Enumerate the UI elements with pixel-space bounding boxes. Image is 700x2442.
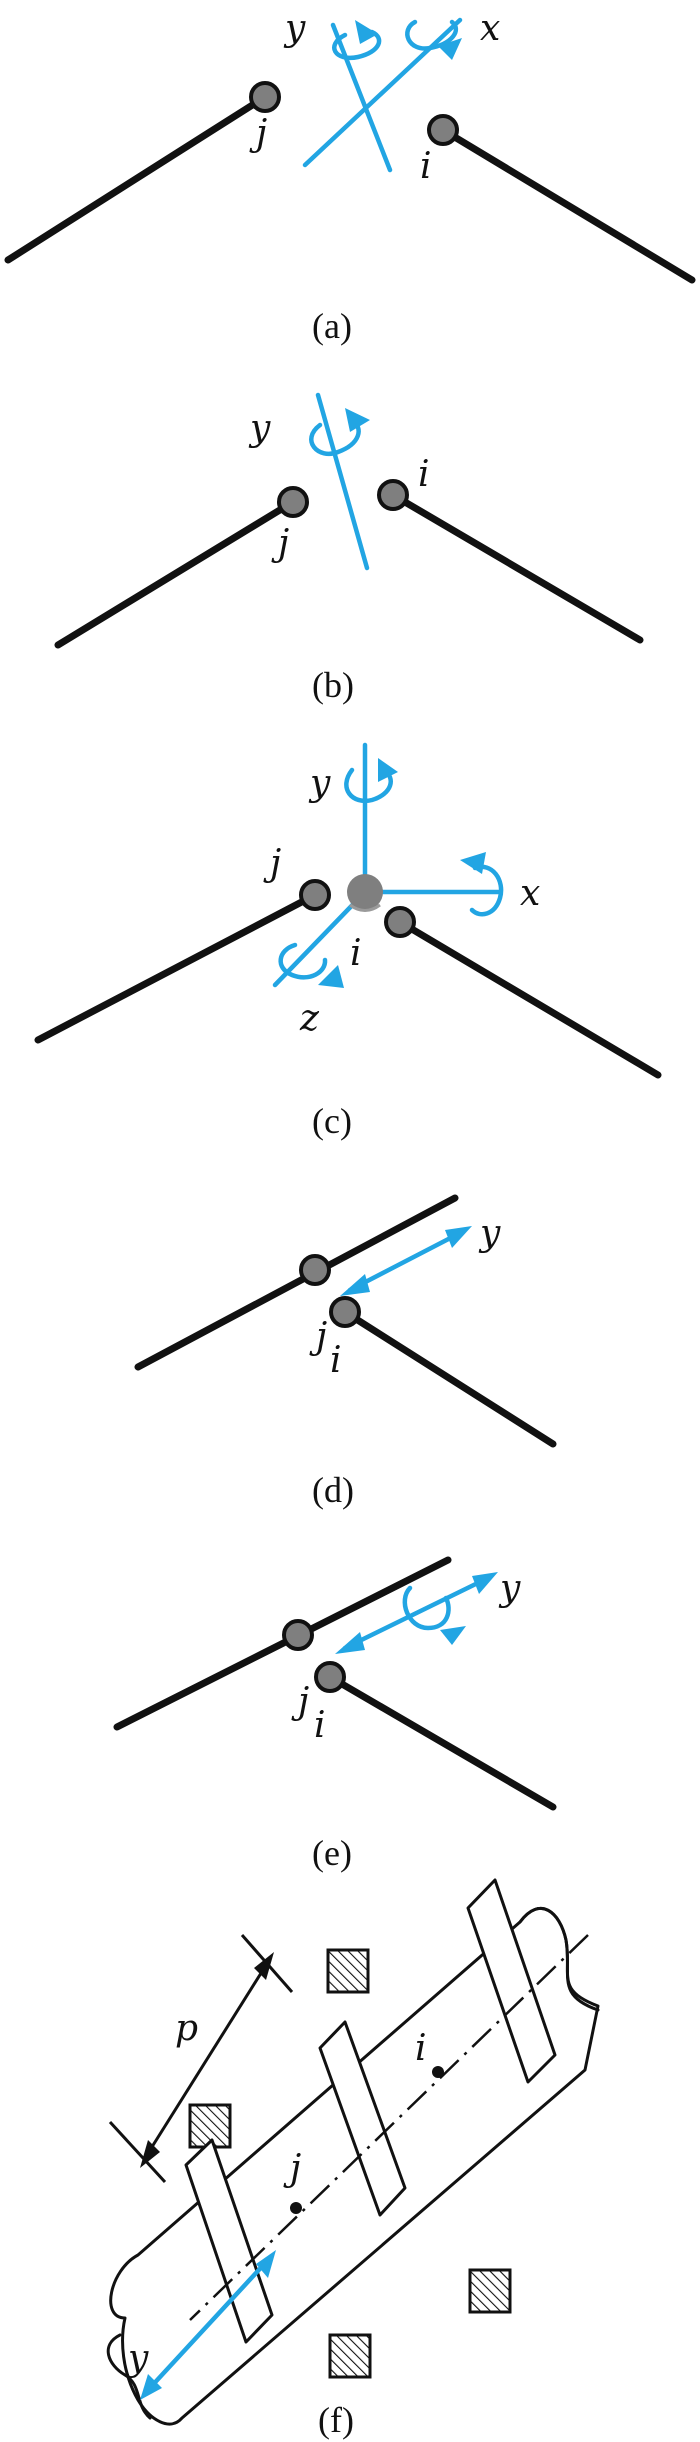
pitch-label: p: [175, 2008, 198, 2049]
support-block: [326, 1948, 370, 1994]
node-j-label: j: [291, 1681, 309, 1722]
dimension-extension-line: [108, 2120, 167, 2184]
member-j: [4, 93, 269, 264]
rotation-x-arrow-icon: [438, 38, 462, 60]
axis-y-arrow-end-icon: [472, 1572, 498, 1594]
node-i-label: i: [420, 146, 432, 187]
rotation-y-arrow-icon: [440, 1626, 466, 1645]
rotation-x-icon: [405, 19, 459, 51]
node-j-label: j: [249, 113, 267, 154]
node-j: [299, 879, 331, 911]
member-j: [54, 498, 297, 649]
dimension-line-p: [143, 1961, 270, 2159]
clamp-plate: [466, 1878, 557, 2084]
support-block: [468, 2268, 512, 2314]
rotation-y-icon: [332, 29, 382, 61]
node-j: [277, 486, 309, 518]
axis-y: [330, 22, 393, 173]
member-i: [341, 1308, 557, 1448]
axis-x: [302, 17, 463, 168]
rotation-z-icon: [278, 942, 328, 980]
node-i-label: i: [330, 1340, 342, 1381]
axis-y-label: y: [308, 763, 331, 804]
node-j-label: j: [271, 523, 289, 564]
node-i: [384, 906, 416, 938]
axis-y: [315, 392, 370, 571]
joint-center-arc: [349, 903, 381, 912]
panel-d: j i y (d): [134, 1194, 557, 1510]
axis-y-label: y: [283, 8, 306, 49]
node-i: [377, 479, 409, 511]
node-i: [329, 1296, 361, 1328]
member-j: [134, 1194, 459, 1371]
pipe-cut-end-bottom: [106, 2333, 152, 2420]
panel-a: j i y x (a): [4, 8, 696, 346]
node-j: [282, 1619, 314, 1651]
node-i: [432, 2066, 444, 2078]
axis-y-arrow-start-icon: [340, 1274, 370, 1296]
axis-z-label: z: [299, 998, 320, 1039]
axis-y: [342, 1575, 491, 1651]
axis-y-label: y: [478, 1213, 501, 1254]
member-i: [439, 126, 696, 284]
caption-e: (e): [312, 1833, 352, 1873]
rotation-y-icon: [309, 417, 361, 456]
member-i: [326, 1673, 557, 1811]
rotation-y-icon: [402, 1585, 451, 1631]
axis-x-label: x: [480, 8, 500, 49]
axis-y-arrow-end-icon: [256, 2250, 276, 2278]
dimension-arrow-start-icon: [140, 2140, 160, 2168]
member-i: [389, 491, 644, 644]
clamp-plate: [184, 2138, 274, 2344]
clamp-plate: [318, 2020, 407, 2217]
node-i-label: i: [314, 1705, 326, 1746]
axis-y: [145, 2257, 271, 2393]
panel-e: j i y (e): [113, 1556, 557, 1873]
node-j: [249, 81, 281, 113]
caption-d: (d): [312, 1470, 354, 1510]
rotation-y-arrow-icon: [355, 20, 378, 44]
node-j: [290, 2202, 302, 2214]
panel-b: j i y (b): [54, 392, 644, 705]
joint-center-node: [347, 874, 383, 910]
rotation-y-icon: [344, 767, 393, 804]
rotation-x-arrow-icon: [460, 852, 486, 874]
rotation-y-arrow-icon: [378, 758, 398, 782]
axis-y-arrow-start-icon: [335, 1632, 365, 1654]
panel-c: j i y x z (c): [34, 742, 662, 1141]
caption-a: (a): [312, 306, 352, 346]
caption-b: (b): [312, 665, 354, 705]
node-j: [299, 1254, 331, 1286]
axis-y: [347, 1229, 465, 1293]
axis-y-label: y: [498, 1568, 521, 1609]
rotation-x-icon: [469, 864, 504, 917]
support-block: [328, 2333, 372, 2379]
node-i: [427, 114, 459, 146]
pipe-cut-end-top: [518, 1907, 600, 2012]
node-j-label: j: [309, 1316, 327, 1357]
caption-c: (c): [312, 1101, 352, 1141]
axis-x-label: x: [520, 873, 540, 914]
rotation-y-arrow-icon: [345, 408, 370, 432]
axis-y-label: y: [126, 2338, 149, 2379]
rotation-z-arrow-icon: [318, 965, 344, 988]
pipe-centerline: [189, 1934, 589, 2321]
axis-z: [272, 889, 368, 988]
node-i: [314, 1661, 346, 1693]
node-i-label: i: [350, 933, 362, 974]
node-j-label: j: [263, 843, 281, 884]
panel-f: p i j y (f): [106, 1878, 600, 2440]
member-j: [34, 891, 319, 1044]
node-i-label: i: [415, 2028, 427, 2069]
axis-y-arrow-start-icon: [140, 2374, 162, 2400]
dimension-arrow-end-icon: [254, 1952, 274, 1980]
axis-y-arrow-end-icon: [445, 1226, 472, 1248]
caption-f: (f): [318, 2400, 354, 2440]
axis-y-label: y: [248, 408, 271, 449]
member-j: [113, 1556, 452, 1731]
node-i-label: i: [418, 454, 430, 495]
member-i: [396, 918, 662, 1079]
